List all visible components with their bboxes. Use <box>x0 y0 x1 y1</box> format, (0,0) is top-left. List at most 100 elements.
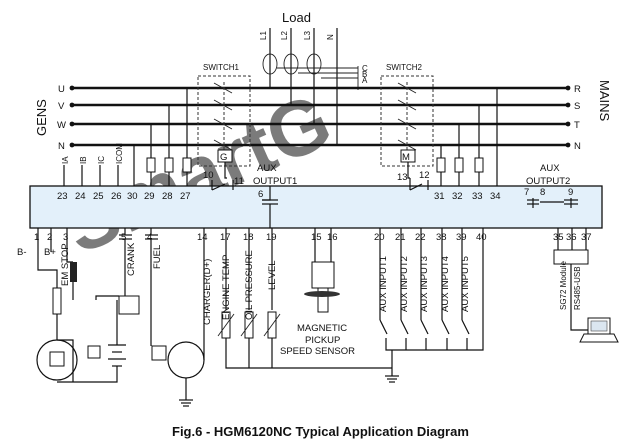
load-label-l1: L1 <box>259 31 268 40</box>
supply-minus-label: B- <box>17 247 27 258</box>
aux-input3-label: AUX INPUT3 <box>419 256 430 312</box>
ct-label-ib: IB <box>79 156 88 164</box>
em-stop-switch-icon <box>70 262 77 282</box>
pin-22: 22 <box>415 232 426 243</box>
load-label-l2: L2 <box>280 31 289 40</box>
supply-plus-label: B+ <box>44 247 56 258</box>
pin-7: 7 <box>524 187 529 198</box>
switch2-label: SWITCH2 <box>386 63 423 72</box>
magnetic-label: MAGNETIC <box>297 323 347 334</box>
pin-16: 16 <box>327 232 338 243</box>
fuse-icon <box>146 157 156 173</box>
load-title: Load <box>282 10 311 25</box>
pin-25: 25 <box>93 191 104 202</box>
charging-alternator-icon <box>167 341 205 379</box>
relay-output1-icon <box>211 180 278 228</box>
speed-sensor-label: SPEED SENSOR <box>280 346 355 357</box>
aux-output1-label: OUTPUT1 <box>253 176 297 187</box>
aux-output2-label: OUTPUT2 <box>526 176 570 187</box>
pin-12: 12 <box>419 170 430 181</box>
ct-label-c: C <box>362 64 368 73</box>
pin-17: 17 <box>220 232 231 243</box>
pin-2: 2 <box>47 232 52 243</box>
ct-label-ia: IA <box>61 156 70 164</box>
gens-phase-u: U <box>58 84 65 95</box>
level-label: LEVEL <box>267 260 278 290</box>
engine-temp-label: ENGINE TEMP <box>221 255 232 320</box>
pin-10: 10 <box>203 170 214 181</box>
switch1-contacts-icon <box>213 82 233 151</box>
pin-19: 19 <box>266 232 277 243</box>
rs485-label: RS485-USB <box>573 266 582 310</box>
oil-pressure-label: OIL PRESSURE <box>244 250 255 320</box>
em-stop-label: EM STOP <box>60 243 71 286</box>
load-label-l3: L3 <box>303 31 312 40</box>
pin-21: 21 <box>395 232 406 243</box>
pin-1: 1 <box>34 232 39 243</box>
pin-20: 20 <box>374 232 385 243</box>
pin-29: 29 <box>144 191 155 202</box>
charger-label: CHARGER(D+) <box>202 259 213 325</box>
aux-output2-aux: AUX <box>540 163 560 174</box>
switch1-label: SWITCH1 <box>203 63 240 72</box>
laptop-icon <box>579 317 619 343</box>
controller-body <box>29 185 603 229</box>
sg72-label: SG72 Module <box>559 261 568 310</box>
pin-5: 5 <box>121 232 126 243</box>
fuse-icon <box>164 157 174 173</box>
gens-phase-v: V <box>58 101 65 112</box>
aux-input5-label: AUX INPUT5 <box>460 256 471 312</box>
bottom-wiring <box>36 228 590 407</box>
pin-9: 9 <box>568 187 573 198</box>
pin-11: 11 <box>234 176 244 187</box>
ct-label-ic: IC <box>97 156 106 164</box>
ct-coil-icon <box>283 53 299 75</box>
fuel-label: FUEL <box>152 245 163 269</box>
pin-6: 6 <box>258 189 263 200</box>
pin-40: 40 <box>476 232 487 243</box>
mains-phase-n: N <box>574 141 581 152</box>
aux-input2-label: AUX INPUT2 <box>399 256 410 312</box>
pin-28: 28 <box>162 191 173 202</box>
sense-wires <box>63 88 498 186</box>
pin-30: 30 <box>127 191 138 202</box>
phase-bus-lines <box>69 85 571 148</box>
fuel-solenoid-icon <box>151 345 167 361</box>
gens-phase-n: N <box>58 141 65 152</box>
pin-27: 27 <box>180 191 191 202</box>
pin-18: 18 <box>243 232 254 243</box>
switch2-outline <box>380 75 434 167</box>
ct-coil-icon <box>262 53 278 75</box>
switch2-coil-label: M <box>402 152 410 163</box>
aux-input4-label: AUX INPUT4 <box>440 256 451 312</box>
mains-phase-t: T <box>574 120 580 131</box>
crank-relay-icon <box>118 295 140 315</box>
ct-label-b: B <box>362 70 367 79</box>
pin-38: 38 <box>436 232 447 243</box>
fuse-icon <box>182 157 192 173</box>
fuse-icon <box>474 157 484 173</box>
pin-32: 32 <box>452 191 463 202</box>
fuse-icon <box>52 287 62 315</box>
fuse-icon <box>436 157 446 173</box>
pin-26: 26 <box>111 191 122 202</box>
mains-phase-r: R <box>574 84 581 95</box>
pickup-label: PICKUP <box>305 335 340 346</box>
pin-33: 33 <box>472 191 483 202</box>
gens-phase-w: W <box>57 120 66 131</box>
pin-8: 8 <box>540 187 545 198</box>
ct-label-icom: ICOM <box>115 143 124 164</box>
load-label-n: N <box>326 34 335 40</box>
pin-4: 4 <box>147 232 152 243</box>
crank-label: CRANK <box>126 242 137 276</box>
fuse-icon <box>454 157 464 173</box>
switch2-contacts-icon <box>397 82 417 151</box>
aux-input1-label: AUX INPUT1 <box>378 256 389 312</box>
figure-caption: Fig.6 - HGM6120NC Typical Application Di… <box>172 424 469 439</box>
pin-31: 31 <box>434 191 445 202</box>
pin-13: 13 <box>397 172 408 183</box>
aux-output1-aux: AUX <box>257 163 277 174</box>
load-lines <box>262 28 359 145</box>
mains-label: MAINS <box>597 80 612 122</box>
